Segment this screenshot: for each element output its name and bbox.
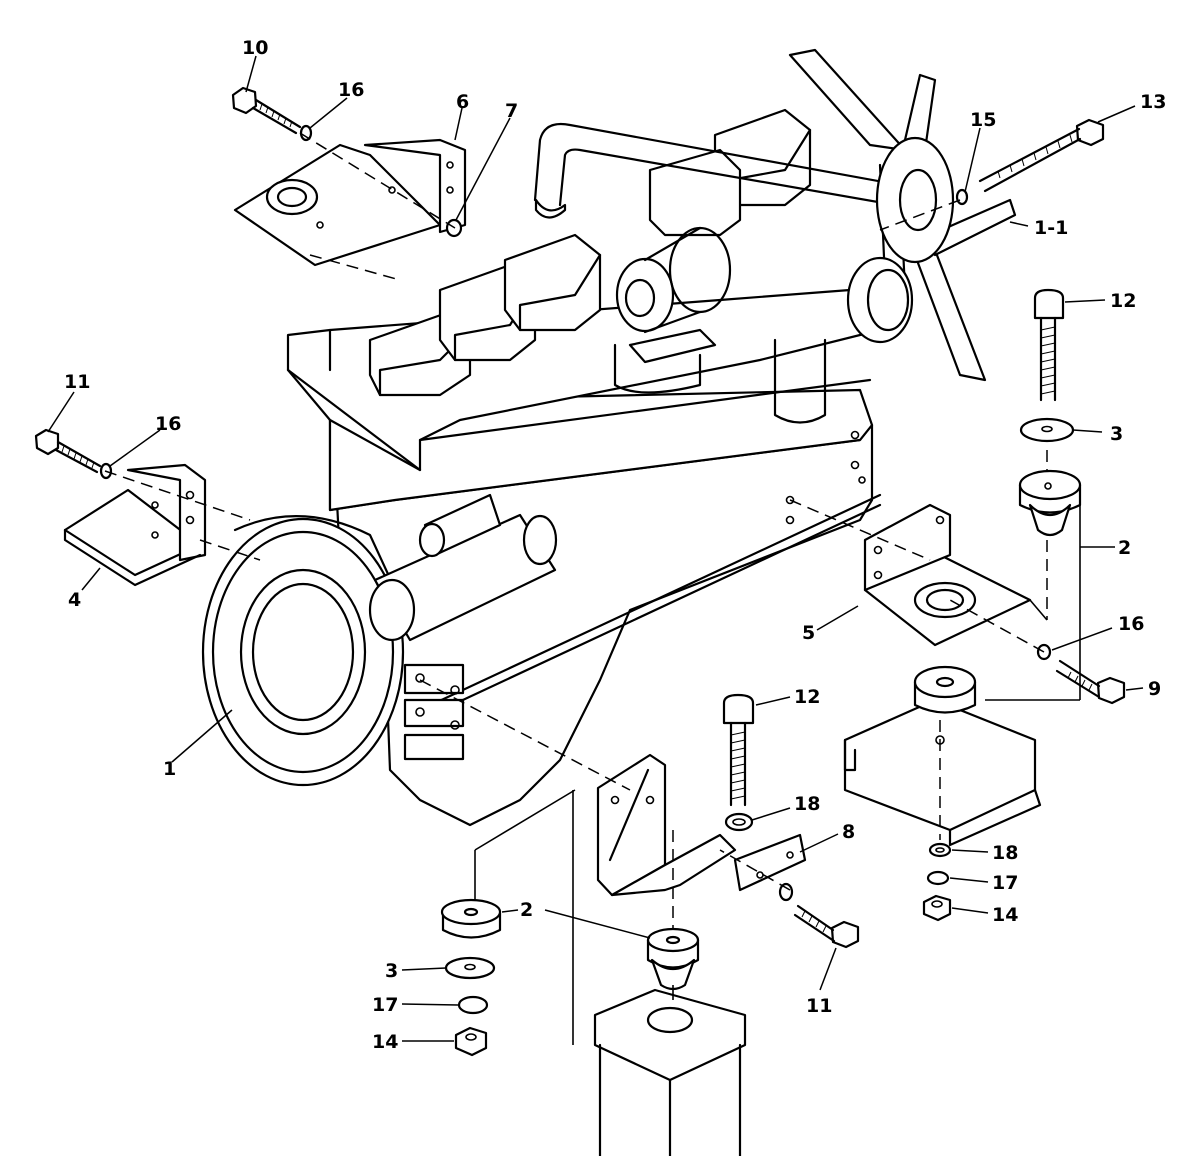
bolt-11-left	[34, 428, 102, 474]
assembly-lines	[104, 132, 1081, 1000]
callout-5: 5	[802, 622, 815, 644]
callout-16: 16	[155, 413, 181, 435]
bracket-4	[63, 463, 207, 587]
rubber-mount-right-lower	[913, 665, 977, 714]
washer-3-right	[1019, 417, 1075, 443]
callout-13: 13	[1140, 91, 1166, 113]
washer-18-right	[928, 842, 952, 858]
bracket-6	[233, 138, 467, 267]
callout-10: 10	[242, 37, 268, 59]
callout-7: 7	[505, 100, 518, 122]
callout-17: 17	[372, 994, 398, 1016]
callout-2: 2	[520, 899, 533, 921]
callout-14: 14	[992, 904, 1018, 926]
callout-16: 16	[1118, 613, 1144, 635]
nut-14-left	[454, 1026, 488, 1057]
callout-1: 1	[163, 758, 176, 780]
bolt-10	[231, 86, 302, 135]
callout-17: 17	[992, 872, 1018, 894]
callout-14: 14	[372, 1031, 398, 1053]
callout-1-1: 1-1	[1034, 217, 1068, 239]
leader-lines	[47, 55, 1144, 1042]
callout-2: 2	[1118, 537, 1131, 559]
bolt-13	[978, 118, 1105, 193]
lockwasher-17-right	[926, 870, 950, 886]
front-block-brackets	[403, 663, 465, 761]
washer-16-top	[299, 124, 313, 142]
washer-3-left	[444, 956, 496, 980]
nut-14-right	[922, 894, 952, 922]
bracket-5	[863, 503, 1032, 647]
callout-12: 12	[794, 686, 820, 708]
left-support-post	[572, 790, 747, 1156]
water-pump	[846, 256, 914, 344]
cooling-fan	[788, 48, 1017, 382]
callout-3: 3	[385, 960, 398, 982]
callout-15: 15	[970, 109, 996, 131]
engine-assembly	[286, 288, 882, 827]
right-support-plate	[843, 698, 1042, 847]
starter-motor	[368, 493, 558, 642]
lockwasher-17-left	[457, 995, 489, 1015]
rubber-mount-center-lower	[646, 927, 700, 991]
bracket-8	[596, 753, 807, 897]
bolt-12-center	[722, 693, 755, 807]
washer-center-8	[778, 882, 794, 902]
rubber-mount-right-upper	[1018, 469, 1082, 537]
washer-18-center	[724, 812, 754, 832]
rubber-mount-left-lower	[440, 898, 502, 939]
rocker-covers	[368, 108, 812, 397]
callout-8: 8	[842, 821, 855, 843]
callout-labels: 10 16 6 7 15 13 1-1 12 3 2 11 16 4 5 16 …	[64, 37, 1166, 1053]
bolt-11-center	[793, 904, 860, 949]
callout-4: 4	[68, 589, 81, 611]
callout-18: 18	[992, 842, 1018, 864]
callout-6: 6	[456, 91, 469, 113]
block-rail	[418, 493, 882, 712]
callout-3: 3	[1110, 423, 1123, 445]
flywheel-housing	[201, 515, 405, 787]
bolt-9	[1055, 659, 1126, 705]
callout-9: 9	[1148, 678, 1161, 700]
callout-12: 12	[1110, 290, 1136, 312]
callout-18: 18	[794, 793, 820, 815]
callout-11: 11	[64, 371, 90, 393]
bolt-12-right	[1033, 288, 1065, 402]
callout-11: 11	[806, 995, 832, 1017]
callout-16: 16	[338, 79, 364, 101]
